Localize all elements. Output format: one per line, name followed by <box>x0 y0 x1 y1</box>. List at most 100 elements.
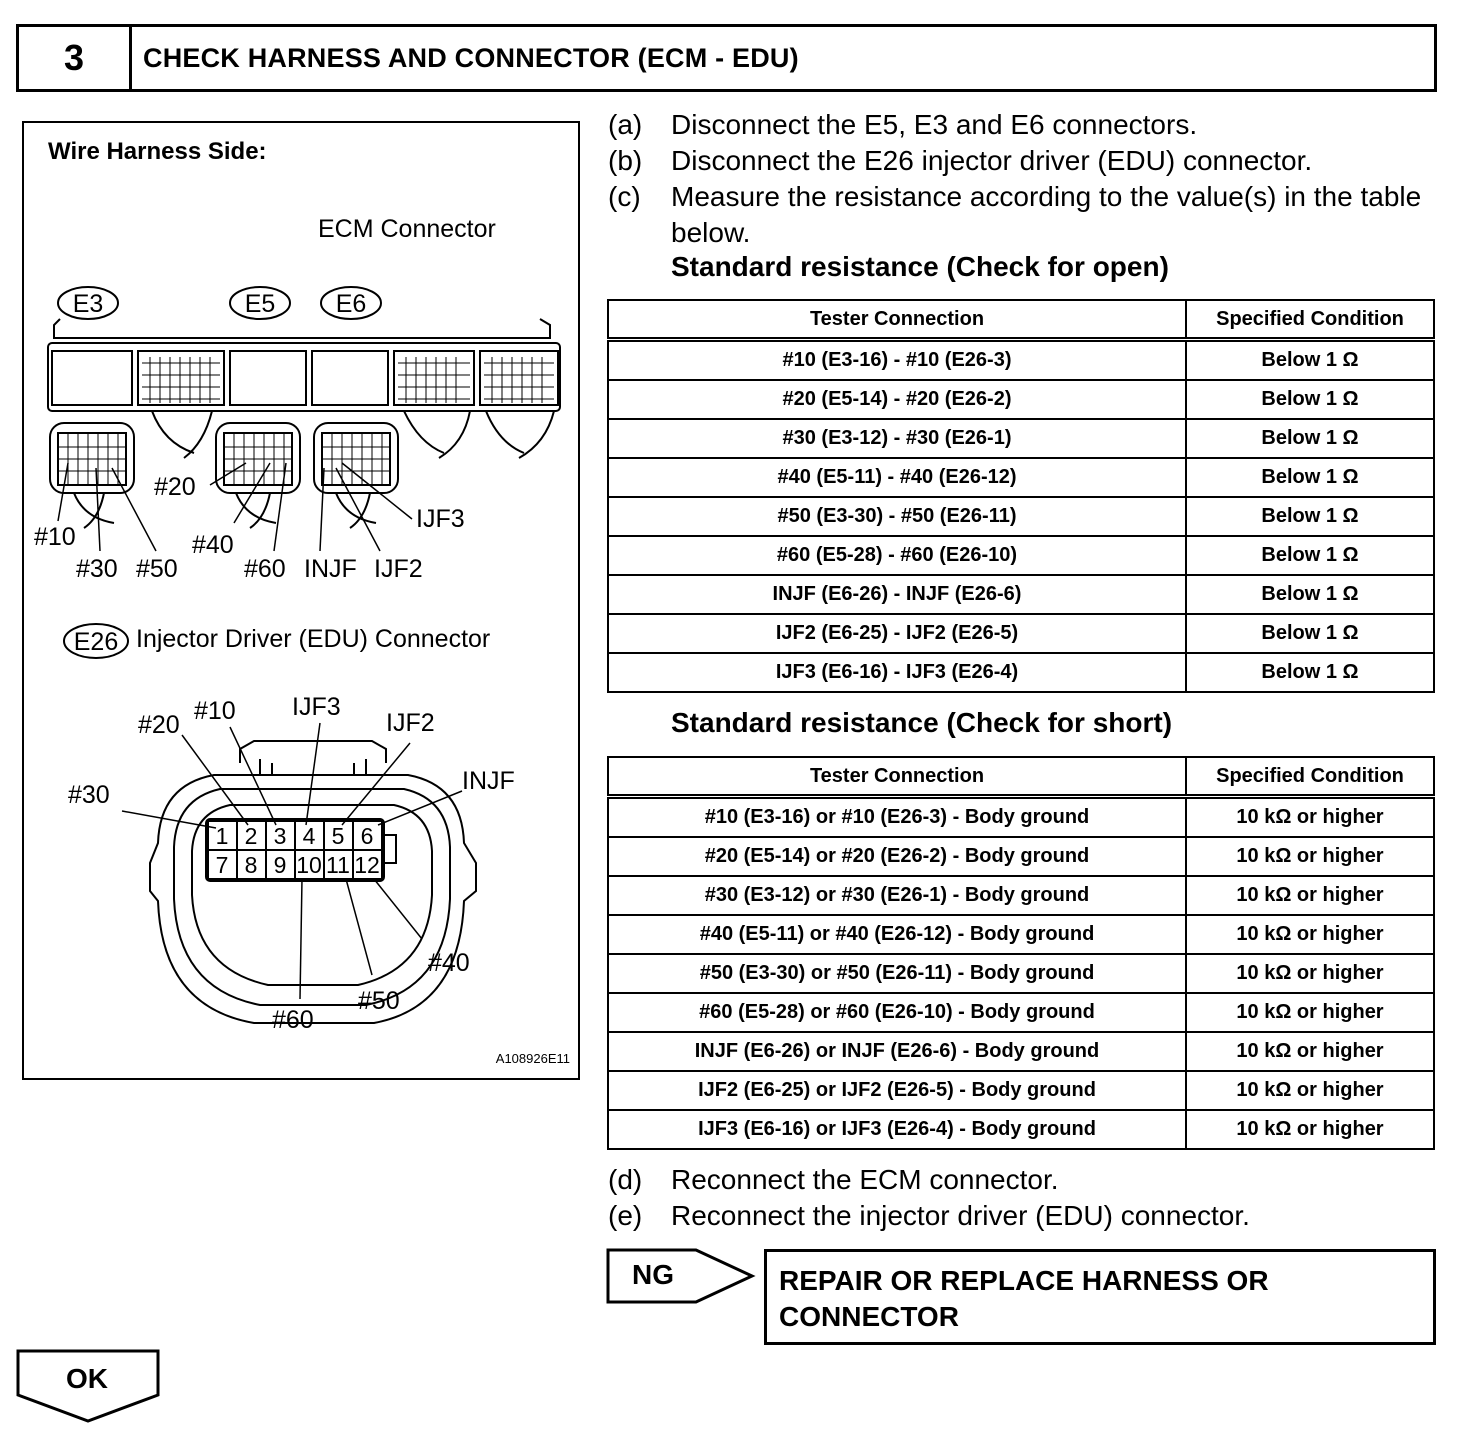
cell-tester-connection: #20 (E5-14) or #20 (E26-2) - Body ground <box>607 836 1187 877</box>
ecm-pin-40: #40 <box>192 531 234 559</box>
header-specified-condition: Specified Condition <box>1185 756 1435 799</box>
step-header: 3 CHECK HARNESS AND CONNECTOR (ECM - EDU… <box>16 24 1437 92</box>
table-row: #20 (E5-14) or #20 (E26-2) - Body ground… <box>607 836 1435 877</box>
edu-terminal-5: 5 <box>332 823 345 849</box>
cell-specified-condition: Below 1 Ω <box>1185 457 1435 498</box>
table-row: IJF3 (E6-16) - IJF3 (E26-4)Below 1 Ω <box>607 652 1435 693</box>
ng-result-line-1: REPAIR OR REPLACE HARNESS OR <box>779 1265 1269 1296</box>
edu-pin-ijf2: IJF2 <box>386 709 435 737</box>
edu-terminal-8: 8 <box>245 852 258 878</box>
ng-arrow: NG <box>606 1248 756 1306</box>
cell-specified-condition: 10 kΩ or higher <box>1185 914 1435 955</box>
ecm-connector-label: ECM Connector <box>318 215 496 243</box>
edu-pin-10: #10 <box>194 697 236 725</box>
cell-specified-condition: 10 kΩ or higher <box>1185 1109 1435 1150</box>
svg-text:E26: E26 <box>74 628 118 656</box>
edu-pin-40: #40 <box>428 949 470 977</box>
cell-tester-connection: #30 (E3-12) - #30 (E26-1) <box>607 418 1187 459</box>
cell-specified-condition: 10 kΩ or higher <box>1185 795 1435 838</box>
edu-pin-leaders <box>121 722 463 1000</box>
open-check-title: Standard resistance (Check for open) <box>671 251 1169 282</box>
ecm-pin-20: #20 <box>154 473 196 501</box>
ecm-pin-ijf2: IJF2 <box>374 555 423 583</box>
figure-caption: Wire Harness Side: <box>48 138 267 165</box>
table-row: #20 (E5-14) - #20 (E26-2)Below 1 Ω <box>607 379 1435 420</box>
edu-pin-20: #20 <box>138 711 180 739</box>
edu-connector-housing <box>149 740 477 1024</box>
tag-e5: E5 <box>229 286 291 320</box>
cell-tester-connection: IJF2 (E6-25) - IJF2 (E26-5) <box>607 613 1187 654</box>
edu-terminal-4: 4 <box>303 823 316 849</box>
cell-specified-condition: Below 1 Ω <box>1185 496 1435 537</box>
edu-terminal-11: 11 <box>326 852 350 878</box>
edu-terminal-2: 2 <box>245 823 258 849</box>
cell-specified-condition: Below 1 Ω <box>1185 535 1435 576</box>
ecm-pin-leaders <box>57 462 413 552</box>
table-row: #10 (E3-16) or #10 (E26-3) - Body ground… <box>607 795 1435 838</box>
ecm-connector-housing <box>47 318 561 459</box>
ok-arrow: OK <box>16 1349 162 1425</box>
ecm-pin-injf: INJF <box>304 555 357 583</box>
cell-specified-condition: 10 kΩ or higher <box>1185 1031 1435 1072</box>
edu-terminal-12: 12 <box>354 852 380 878</box>
table-row: #30 (E3-12) - #30 (E26-1)Below 1 Ω <box>607 418 1435 459</box>
table-header-row: Tester Connection Specified Condition <box>607 756 1435 799</box>
edu-pin-50: #50 <box>358 987 400 1015</box>
harness-connector-e3 <box>49 422 135 529</box>
cell-tester-connection: #60 (E5-28) or #60 (E26-10) - Body groun… <box>607 992 1187 1033</box>
ok-label: OK <box>66 1363 108 1394</box>
cell-tester-connection: IJF3 (E6-16) - IJF3 (E26-4) <box>607 652 1187 693</box>
cell-tester-connection: #10 (E3-16) - #10 (E26-3) <box>607 338 1187 381</box>
step-d: (d) Reconnect the ECM connector. <box>608 1164 1059 1195</box>
header-tester-connection: Tester Connection <box>607 299 1187 342</box>
tag-e26: E26 <box>63 623 129 659</box>
cell-tester-connection: #50 (E3-30) or #50 (E26-11) - Body groun… <box>607 953 1187 994</box>
tag-e3: E3 <box>57 286 119 320</box>
table-row: #40 (E5-11) - #40 (E26-12)Below 1 Ω <box>607 457 1435 498</box>
cell-specified-condition: 10 kΩ or higher <box>1185 836 1435 877</box>
cell-specified-condition: Below 1 Ω <box>1185 574 1435 615</box>
tag-e6: E6 <box>320 286 382 320</box>
cell-specified-condition: Below 1 Ω <box>1185 418 1435 459</box>
harness-connector-e5 <box>215 422 301 529</box>
table-header-row: Tester Connection Specified Condition <box>607 299 1435 342</box>
table-row: #10 (E3-16) - #10 (E26-3)Below 1 Ω <box>607 338 1435 381</box>
step-a: (a) Disconnect the E5, E3 and E6 connect… <box>608 109 1198 140</box>
cell-tester-connection: #20 (E5-14) - #20 (E26-2) <box>607 379 1187 420</box>
edu-terminal-grid: 1 2 3 4 5 6 7 8 9 10 11 12 <box>207 820 383 880</box>
edu-pin-30: #30 <box>68 781 110 809</box>
table-row: IJF2 (E6-25) - IJF2 (E26-5)Below 1 Ω <box>607 613 1435 654</box>
table-row: INJF (E6-26) or INJF (E26-6) - Body grou… <box>607 1031 1435 1072</box>
edu-terminal-7: 7 <box>216 852 229 878</box>
cell-specified-condition: 10 kΩ or higher <box>1185 992 1435 1033</box>
figure-id: A108926E11 <box>496 1051 570 1066</box>
edu-terminal-10: 10 <box>296 852 322 878</box>
cell-tester-connection: #60 (E5-28) - #60 (E26-10) <box>607 535 1187 576</box>
table-row: #60 (E5-28) - #60 (E26-10)Below 1 Ω <box>607 535 1435 576</box>
harness-connector-e6 <box>313 422 399 529</box>
cell-tester-connection: INJF (E6-26) or INJF (E26-6) - Body grou… <box>607 1031 1187 1072</box>
short-check-table: Tester Connection Specified Condition #1… <box>607 756 1435 1150</box>
cell-specified-condition: 10 kΩ or higher <box>1185 953 1435 994</box>
short-check-title: Standard resistance (Check for short) <box>671 707 1173 738</box>
steps-a-c: (a) Disconnect the E5, E3 and E6 connect… <box>608 107 1438 251</box>
ecm-pin-10: #10 <box>34 523 76 551</box>
ecm-pin-30: #30 <box>76 555 118 583</box>
step-title: CHECK HARNESS AND CONNECTOR (ECM - EDU) <box>143 42 799 73</box>
open-check-table: Tester Connection Specified Condition #1… <box>607 299 1435 693</box>
ecm-pin-ijf3: IJF3 <box>416 505 465 533</box>
step-e: (e) Reconnect the injector driver (EDU) … <box>608 1200 1250 1231</box>
table-row: #60 (E5-28) or #60 (E26-10) - Body groun… <box>607 992 1435 1033</box>
cell-specified-condition: Below 1 Ω <box>1185 652 1435 693</box>
cell-tester-connection: #40 (E5-11) - #40 (E26-12) <box>607 457 1187 498</box>
table-row: #40 (E5-11) or #40 (E26-12) - Body groun… <box>607 914 1435 955</box>
svg-text:E5: E5 <box>245 290 276 318</box>
cell-tester-connection: #40 (E5-11) or #40 (E26-12) - Body groun… <box>607 914 1187 955</box>
edu-terminal-6: 6 <box>361 823 374 849</box>
ng-result-box: REPAIR OR REPLACE HARNESS OR CONNECTOR <box>764 1249 1436 1345</box>
cell-tester-connection: #50 (E3-30) - #50 (E26-11) <box>607 496 1187 537</box>
ecm-pin-50: #50 <box>136 555 178 583</box>
edu-pin-60: #60 <box>272 1006 314 1034</box>
cell-specified-condition: 10 kΩ or higher <box>1185 875 1435 916</box>
edu-terminal-9: 9 <box>274 852 287 878</box>
